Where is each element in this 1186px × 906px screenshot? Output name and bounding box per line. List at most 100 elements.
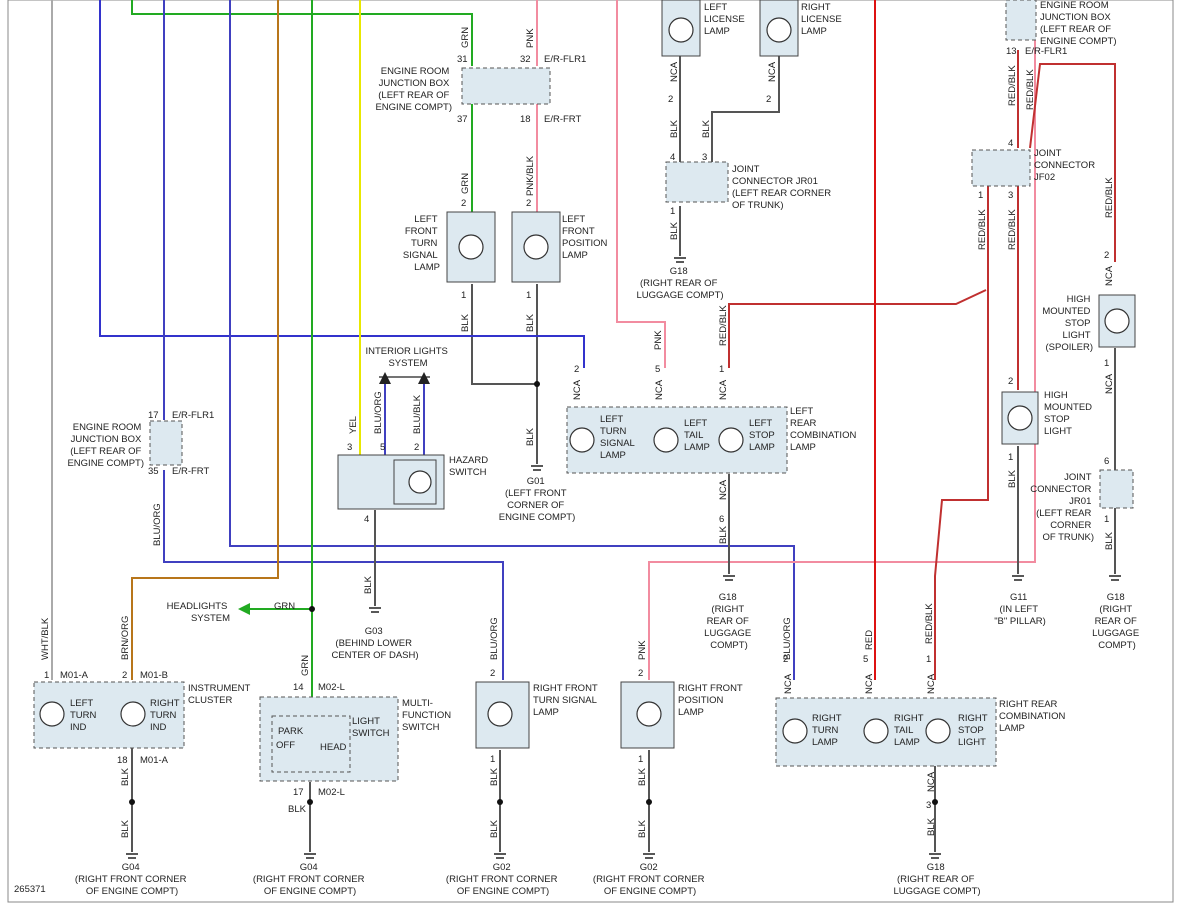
wire-label-nca-rrc2: NCA (783, 673, 794, 694)
wire-nca-lic2 (711, 56, 780, 162)
pin-lrc-out: 6 (719, 514, 724, 525)
wire-label-pnk-rfp: PNK (637, 640, 648, 660)
left-front-position-bulb (523, 234, 549, 260)
wire-label-blk-lturn: BLK (460, 313, 471, 332)
wires (51, 0, 1116, 852)
pin-ic-2: 2 (122, 670, 127, 681)
headlights-label: HEADLIGHTS SYSTEM (167, 601, 230, 624)
diagram-id: 265371 (14, 884, 46, 895)
wire-label-grn2: GRN (460, 173, 471, 194)
left-front-turn-bulb (458, 234, 484, 260)
pin-jf-1: 1 (978, 190, 983, 201)
right-front-position-label: RIGHT FRONT POSITION LAMP (678, 683, 745, 718)
wire-redblk-rrc (934, 290, 989, 680)
wire-label-grn-head: GRN (274, 601, 295, 612)
wire-redblk-lrc (728, 289, 987, 368)
wire-label-blk-rf1: BLK (489, 767, 500, 786)
left-front-turn-label: LEFT FRONT TURN SIGNAL LAMP (403, 214, 440, 273)
ground-g01 (531, 465, 543, 471)
wire-label-blk-rrc-out: BLK (926, 817, 937, 836)
hmsl-spoiler-label: HIGH MOUNTED STOP LIGHT (SPOILER) (1042, 294, 1093, 353)
ic-left-bulb (39, 701, 65, 727)
pin-rrc-1: 1 (926, 654, 931, 665)
left-front-position-label: LEFT FRONT POSITION LAMP (562, 214, 610, 261)
ground-g18-right (1109, 575, 1121, 581)
pin-hz-3: 3 (347, 442, 352, 453)
wire-label-blk-rfp1: BLK (637, 767, 648, 786)
dot-mf (307, 799, 313, 805)
wire-label-redblk-top: RED/BLK (1007, 65, 1018, 106)
lrc-turn-label: LEFT TURN SIGNAL LAMP (600, 414, 637, 461)
pin-erjb-37: 37 (457, 114, 468, 125)
switch-off: OFF (276, 740, 295, 751)
ground-g02a-label: G02 (RIGHT FRONT CORNER OF ENGINE COMPT) (446, 862, 560, 897)
pin-erjb2-17: 17 (148, 410, 159, 421)
pin-mf-14: 14 (293, 682, 304, 693)
hazard-lamp-inner (393, 459, 437, 505)
wire-label-nca-rrc5: NCA (864, 673, 875, 694)
wire-label-nca-hmsl: NCA (1104, 265, 1115, 286)
pin-jr2-1: 1 (1104, 514, 1109, 525)
light-switch-box (271, 715, 351, 773)
diagram-frame (7, 0, 1174, 903)
right-front-turn-label: RIGHT FRONT TURN SIGNAL LAMP (533, 683, 600, 718)
ground-g04b (304, 853, 316, 859)
ground-g11-label: G11 (IN LEFT "B" PILLAR) (994, 592, 1046, 627)
jf02-box (971, 149, 1031, 187)
wire-label-blk-g18a: BLK (669, 221, 680, 240)
pin-jr-3: 3 (702, 152, 707, 163)
pin-erjb-32: 32 (520, 54, 531, 65)
wire-label-nca-lrc1: NCA (718, 379, 729, 400)
ic-right-bulb (120, 701, 146, 727)
wire-blk-lturn (471, 284, 537, 385)
pin-erjb-31: 31 (457, 54, 468, 65)
ground-g02b-label: G02 (RIGHT FRONT CORNER OF ENGINE COMPT) (593, 862, 707, 897)
wire-label-redblk-hmsl: RED/BLK (1104, 177, 1115, 218)
switch-head: HEAD (320, 742, 347, 753)
wire-redblk-top2 (1029, 63, 1116, 262)
ground-g11 (1012, 575, 1024, 581)
dot-rfp (646, 799, 652, 805)
conn-m01b: M01-B (140, 670, 168, 681)
ground-g03-label: G03 (BEHIND LOWER CENTER OF DASH) (331, 626, 418, 661)
wire-label-pnk1: PNK (525, 28, 536, 48)
wire-label-nca-hmsl2: NCA (1104, 373, 1115, 394)
hazard-switch-box (337, 454, 445, 510)
pin-ic-1: 1 (44, 670, 49, 681)
wire-bluorg-left2 (163, 470, 504, 680)
dot-blk-lturn (534, 381, 540, 387)
ground-g04b-label: G04 (RIGHT FRONT CORNER OF ENGINE COMPT) (253, 862, 367, 897)
pin-lrc-1: 1 (719, 364, 724, 375)
pin-lft-1: 1 (461, 290, 466, 301)
right-license-bulb (766, 17, 792, 43)
wire-blu-left (99, 0, 585, 368)
left-license-label: LEFT LICENSE LAMP (704, 2, 747, 37)
pin-lfp-2: 2 (526, 198, 531, 209)
jr01-top-box (665, 161, 729, 203)
wire-label-blk-lpos: BLK (525, 313, 536, 332)
pin-jr-4: 4 (670, 152, 675, 163)
rrc-turn-label: RIGHT TURN LAMP (812, 713, 844, 748)
conn-m01a-bot: M01-A (140, 755, 169, 766)
ground-symbols (126, 257, 1121, 859)
right-rear-combo-label: RIGHT REAR COMBINATION LAMP (999, 699, 1068, 734)
wire-label-blk-hms: BLK (1007, 469, 1018, 488)
wire-bluorg-rrc (229, 0, 795, 680)
wire-label-blk-lic1: BLK (669, 119, 680, 138)
pin-rf-2: 2 (490, 668, 495, 679)
erjb-left-box (149, 420, 183, 466)
hazard-lamp-bulb (408, 470, 432, 494)
erjb-right-label: ENGINE ROOM JUNCTION BOX (LEFT REAR OF E… (1040, 0, 1117, 47)
pin-lic-2b: 2 (766, 94, 771, 105)
wire-label-red-rrc: RED (864, 630, 875, 650)
wire-label-nca-lrc2: NCA (572, 379, 583, 400)
wire-label-blk-ic1: BLK (120, 767, 131, 786)
rrc-stop-bulb (925, 718, 951, 744)
ic-right-label: RIGHT TURN IND (150, 698, 182, 733)
conn-erflr1-top: E/R-FLR1 (1025, 46, 1067, 57)
wire-label-redblk-top2: RED/BLK (1025, 69, 1036, 110)
pin-rfp-1: 1 (638, 754, 643, 765)
wire-label-bluorg-left: BLU/ORG (152, 503, 163, 546)
ground-g01-label: G01 (LEFT FRONT CORNER OF ENGINE COMPT) (499, 476, 576, 523)
wire-label-nca-lic2: NCA (767, 61, 778, 82)
